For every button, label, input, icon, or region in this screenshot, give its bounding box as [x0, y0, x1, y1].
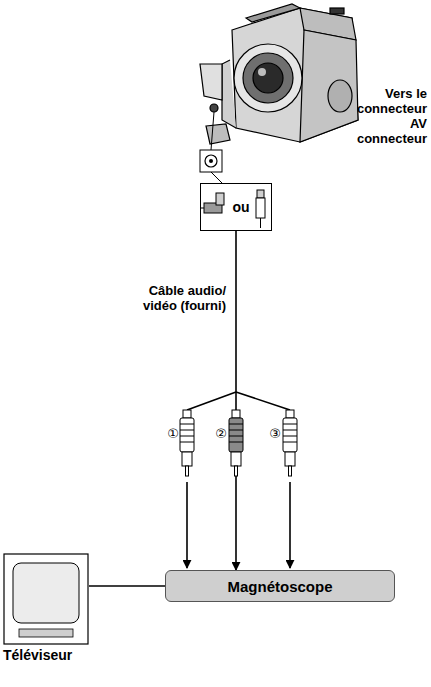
- plug-cable: [260, 218, 261, 228]
- tv-outline: [3, 553, 89, 645]
- plug-sleeve: [182, 452, 192, 466]
- camcorder-logo: [330, 8, 344, 14]
- plug-body: [283, 418, 297, 452]
- camcorder-grip: [328, 80, 352, 112]
- plug-grip-line: [180, 424, 194, 425]
- plug-grip-line: [180, 442, 194, 443]
- cable-branch: [187, 392, 236, 410]
- jack-cover: [206, 124, 230, 144]
- rca-plug: [180, 410, 194, 476]
- plug-sleeve: [231, 452, 241, 466]
- plug-body: [256, 198, 265, 218]
- rca-plugs: [180, 410, 297, 476]
- plug-boot: [183, 410, 191, 418]
- plug-arrow: [289, 482, 291, 568]
- callout-number: ③: [268, 427, 282, 441]
- straight-plug-icon: [256, 190, 265, 228]
- callout-number: ②: [214, 427, 228, 441]
- av-cable: [235, 231, 237, 570]
- tv-control-panel: [19, 629, 73, 637]
- plug-body: [229, 418, 243, 452]
- choice-word: ou: [232, 199, 249, 215]
- plug-pin: [186, 466, 189, 476]
- plug-body: [180, 418, 194, 452]
- cable-label: Câble audio/ vidéo (fourni): [126, 283, 226, 313]
- lens-reflection: [258, 68, 266, 76]
- plug-tip: [257, 190, 264, 198]
- plug-grip-line: [283, 442, 297, 443]
- plug-grip-line: [180, 436, 194, 437]
- plug-choice-box: ou: [200, 183, 272, 231]
- plug-grip-line: [283, 436, 297, 437]
- plug-grip-line: [229, 436, 243, 437]
- plug-neck: [216, 193, 224, 205]
- rca-plug: [283, 410, 297, 476]
- lens-ring: [234, 44, 302, 112]
- camcorder-front-panel: [222, 60, 236, 128]
- camcorder-handle: [246, 4, 300, 22]
- leader-line: [211, 112, 214, 150]
- camcorder-body: [232, 8, 358, 142]
- port-label: Vers le connecteur AV connecteur: [343, 86, 427, 146]
- cable-branch: [236, 392, 290, 410]
- plug-grip-line: [229, 430, 243, 431]
- strap-loop: [200, 64, 222, 100]
- plug-grip-line: [229, 424, 243, 425]
- plug-arrow: [186, 482, 188, 568]
- rca-plug: [229, 410, 243, 476]
- plug-boot: [232, 410, 240, 418]
- device-box: Magnétoscope: [165, 570, 395, 602]
- camcorder-side: [300, 30, 358, 142]
- angled-plug-icon: [200, 193, 224, 213]
- tv-cable: [89, 585, 165, 587]
- connector-icon-socket: [205, 155, 217, 167]
- plug-grip-line: [283, 424, 297, 425]
- plug-boot: [286, 410, 294, 418]
- leader-line: [211, 172, 222, 183]
- callout-number: ①: [166, 427, 180, 441]
- tv-screen: [13, 563, 79, 623]
- connector-icon: [200, 150, 222, 172]
- plug-sleeve: [285, 452, 295, 466]
- camcorder: [200, 4, 358, 144]
- device-name: Téléviseur: [3, 647, 93, 663]
- connector-icon-pin: [209, 159, 213, 163]
- plug-grip-line: [180, 430, 194, 431]
- lens-glass: [253, 63, 283, 93]
- plug-grip-line: [283, 430, 297, 431]
- tv-cabinet: [4, 554, 88, 644]
- lens-barrel: [243, 53, 293, 103]
- plug-pin: [235, 466, 238, 476]
- plug-grip-line: [229, 442, 243, 443]
- tv-device: Téléviseur: [3, 553, 93, 663]
- plug-pin: [289, 466, 292, 476]
- av-jack: [210, 104, 218, 112]
- device-name: Magnétoscope: [227, 578, 332, 595]
